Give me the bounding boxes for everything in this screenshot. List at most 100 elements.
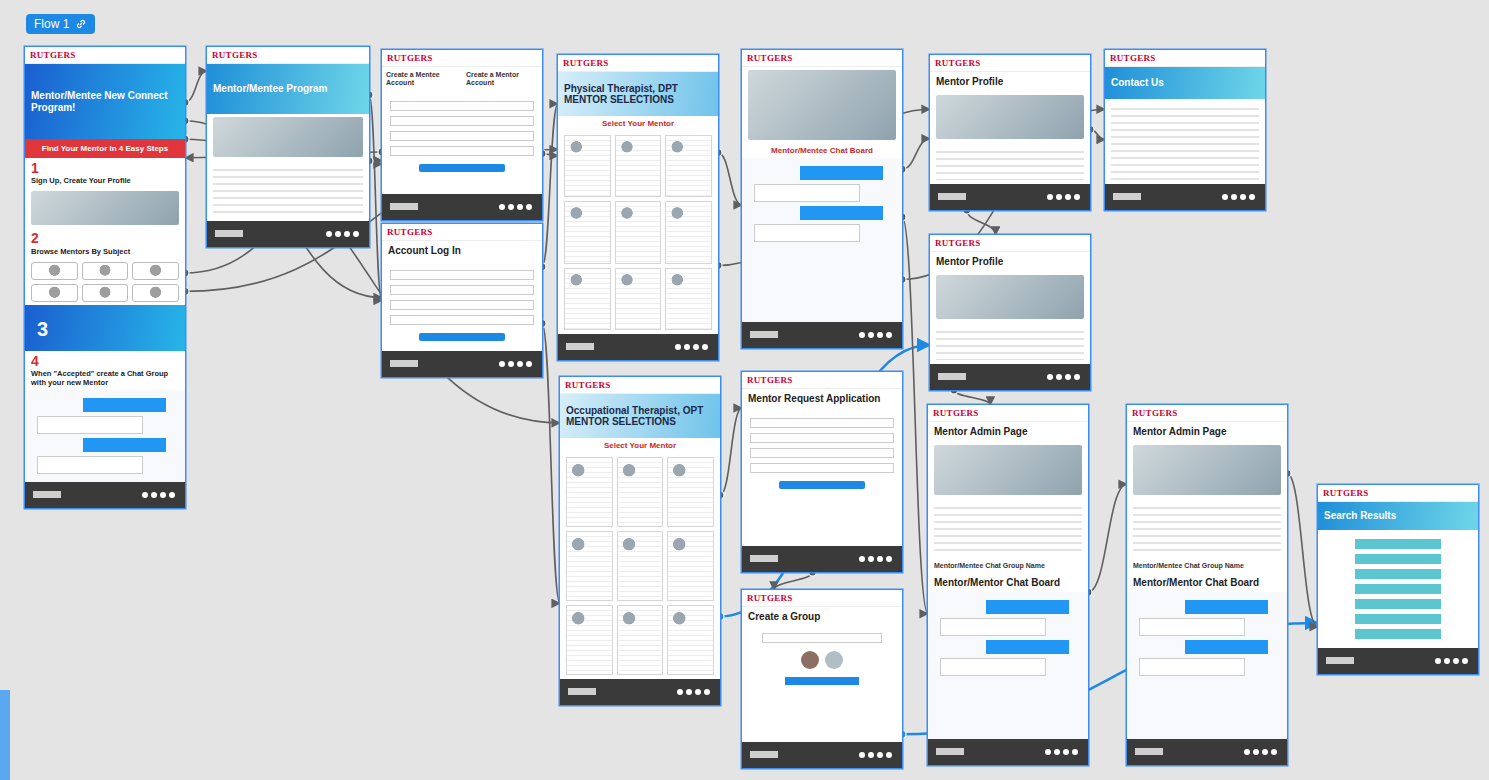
social-dot [1453, 658, 1459, 664]
subject-icon [31, 284, 78, 302]
social-dot [517, 361, 523, 367]
social-dot [695, 689, 701, 695]
mentor-card [564, 268, 611, 330]
logo-text: RUTGERS [930, 235, 1090, 252]
lines-placeholder [1111, 103, 1259, 180]
social-dot [868, 332, 874, 338]
screen-frame: RUTGERSMentor Profile [930, 55, 1090, 210]
submit-button [419, 164, 505, 172]
social-dot [1271, 749, 1277, 755]
page-footer [1105, 184, 1265, 210]
screen-heading: Mentor Profile [930, 72, 1090, 92]
social-dot [877, 556, 883, 562]
social-dot [335, 231, 341, 237]
subject-icon [31, 262, 78, 280]
logo-text: RUTGERS [1127, 405, 1287, 422]
step-number: 1 [25, 158, 185, 176]
page-footer [742, 322, 902, 348]
input-field [390, 270, 534, 280]
screen-frame: RUTGERSMentor Admin PageMentor/Mentee Ch… [1127, 405, 1287, 765]
step-text: When "Accepted" create a Chat Group with… [25, 369, 185, 390]
social-dot [142, 492, 148, 498]
social-dot [151, 492, 157, 498]
page-footer [560, 679, 720, 705]
social-dot [1244, 749, 1250, 755]
input-field [750, 463, 894, 473]
screen-frame: RUTGERSMentor Admin PageMentor/Mentee Ch… [928, 405, 1088, 765]
footer-logo [938, 193, 966, 200]
prototype-connector [1287, 473, 1318, 626]
img-placeholder [748, 70, 896, 140]
hero-image: Contact Us [1105, 67, 1265, 99]
social-dot [1231, 194, 1237, 200]
mentor-card [615, 135, 662, 197]
social-dot [859, 556, 865, 562]
social-dot [886, 752, 892, 758]
screen-frame: RUTGERSMentor Profile [930, 235, 1090, 390]
lines-placeholder [213, 164, 363, 217]
logo-text: RUTGERS [560, 377, 720, 394]
social-dot [1222, 194, 1228, 200]
social-dot [1444, 658, 1450, 664]
chat-bubble [83, 398, 166, 412]
logo-text: RUTGERS [930, 55, 1090, 72]
social-dot [877, 332, 883, 338]
social-dot [1065, 194, 1071, 200]
mentor-card [566, 457, 613, 527]
social-dot [344, 231, 350, 237]
page-footer [930, 364, 1090, 390]
page-footer [207, 221, 369, 247]
footer-logo [1113, 193, 1141, 200]
screen-heading: Mentor Profile [930, 252, 1090, 272]
page-footer [1127, 739, 1287, 765]
mentor-card [564, 135, 611, 197]
footer-logo [568, 688, 596, 695]
avatars-placeholder [742, 627, 902, 743]
page-footer [930, 184, 1090, 210]
footer-logo [936, 748, 964, 755]
step-number: 2 [25, 228, 185, 246]
social-dot [1054, 749, 1060, 755]
mentor-card [566, 531, 613, 601]
social-dot [160, 492, 166, 498]
prototype-connector [902, 139, 930, 170]
social-dot [868, 752, 874, 758]
lines-placeholder [936, 146, 1084, 181]
screen-frame: RUTGERSCreate a Group [742, 590, 902, 768]
result-button [1355, 569, 1441, 579]
prototype-connector [185, 161, 382, 273]
input-field [750, 418, 894, 428]
hero-image: Occupational Therapist, OPT MENTOR SELEC… [560, 394, 720, 438]
logo-text: RUTGERS [207, 47, 369, 64]
social-dot [1065, 374, 1071, 380]
screen-frame: RUTGERSContact Us [1105, 50, 1265, 210]
subject-icon [82, 262, 129, 280]
social-dot [704, 689, 710, 695]
prototype-connector [954, 390, 990, 405]
social-dot [1462, 658, 1468, 664]
create-button [785, 677, 859, 685]
result-button [1355, 584, 1441, 594]
social-dot [675, 344, 681, 350]
chat-bubble [800, 166, 883, 180]
hero-title: Mentor/Mentee Program [213, 83, 363, 95]
footer-logo [1326, 657, 1354, 664]
social-dot [702, 344, 708, 350]
social-dot [693, 344, 699, 350]
input-field [390, 315, 534, 325]
screen-heading: Mentor Admin Page [928, 422, 1088, 442]
social-dot [517, 204, 523, 210]
social-dot [169, 492, 175, 498]
social-dot [499, 204, 505, 210]
social-dot [1056, 194, 1062, 200]
step-text: Sign Up, Create Your Profile [25, 176, 185, 188]
column-heading: Create a Mentee Account [382, 67, 462, 92]
hero-image: Physical Therapist, DPT MENTOR SELECTION… [558, 72, 718, 116]
prototype-connector [542, 323, 560, 603]
chat-bubble [986, 600, 1069, 614]
social-dot [526, 361, 532, 367]
social-dot [1074, 374, 1080, 380]
social-dot [1047, 374, 1053, 380]
social-dot [526, 204, 532, 210]
input-field [390, 285, 534, 295]
